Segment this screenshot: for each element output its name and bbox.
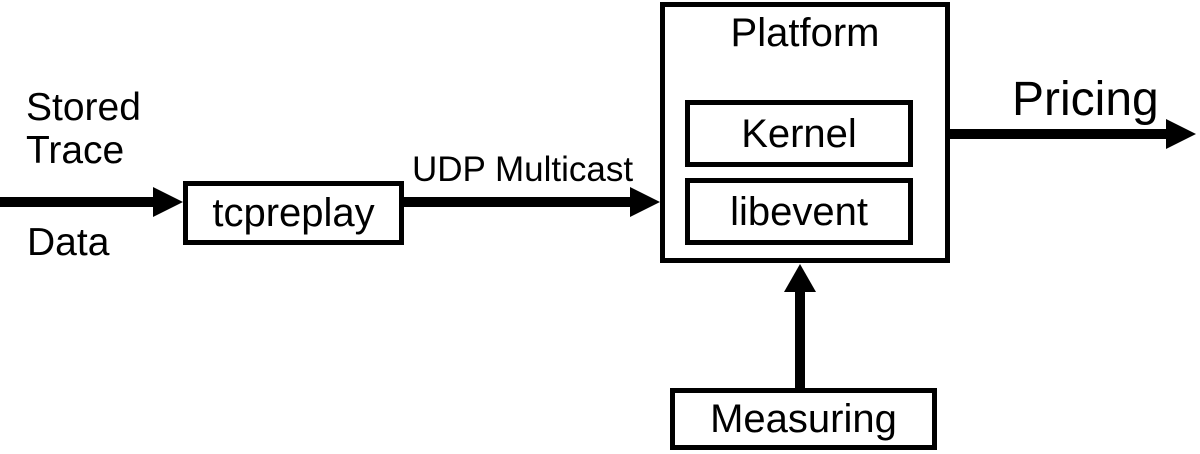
- source-label-line-trace: Trace: [26, 129, 125, 172]
- kernel-label: Kernel: [741, 111, 857, 156]
- pricing-arrow-shaft: [950, 129, 1168, 139]
- libevent-label: libevent: [730, 189, 868, 234]
- platform-title: Platform: [730, 11, 880, 55]
- measuring-arrow-shaft: [795, 290, 805, 390]
- measuring-label: Measuring: [710, 397, 897, 441]
- kernel-node: Kernel: [685, 100, 913, 167]
- udp-multicast-label: UDP Multicast: [412, 150, 634, 189]
- tcpreplay-label: tcpreplay: [212, 191, 375, 235]
- udp-multicast-arrow-shaft: [404, 197, 632, 207]
- tcpreplay-node: tcpreplay: [183, 181, 404, 245]
- measuring-arrow-head-icon: [784, 264, 816, 292]
- input-arrow-shaft: [0, 197, 156, 207]
- measuring-node: Measuring: [670, 388, 937, 450]
- pricing-label: Pricing: [1012, 73, 1159, 126]
- libevent-node: libevent: [685, 178, 913, 245]
- source-label-line-data: Data: [27, 221, 110, 264]
- input-arrow-head-icon: [153, 187, 183, 217]
- pricing-arrow-head-icon: [1166, 119, 1196, 149]
- source-label-line-stored: Stored: [26, 86, 141, 129]
- udp-multicast-arrow-head-icon: [630, 187, 660, 217]
